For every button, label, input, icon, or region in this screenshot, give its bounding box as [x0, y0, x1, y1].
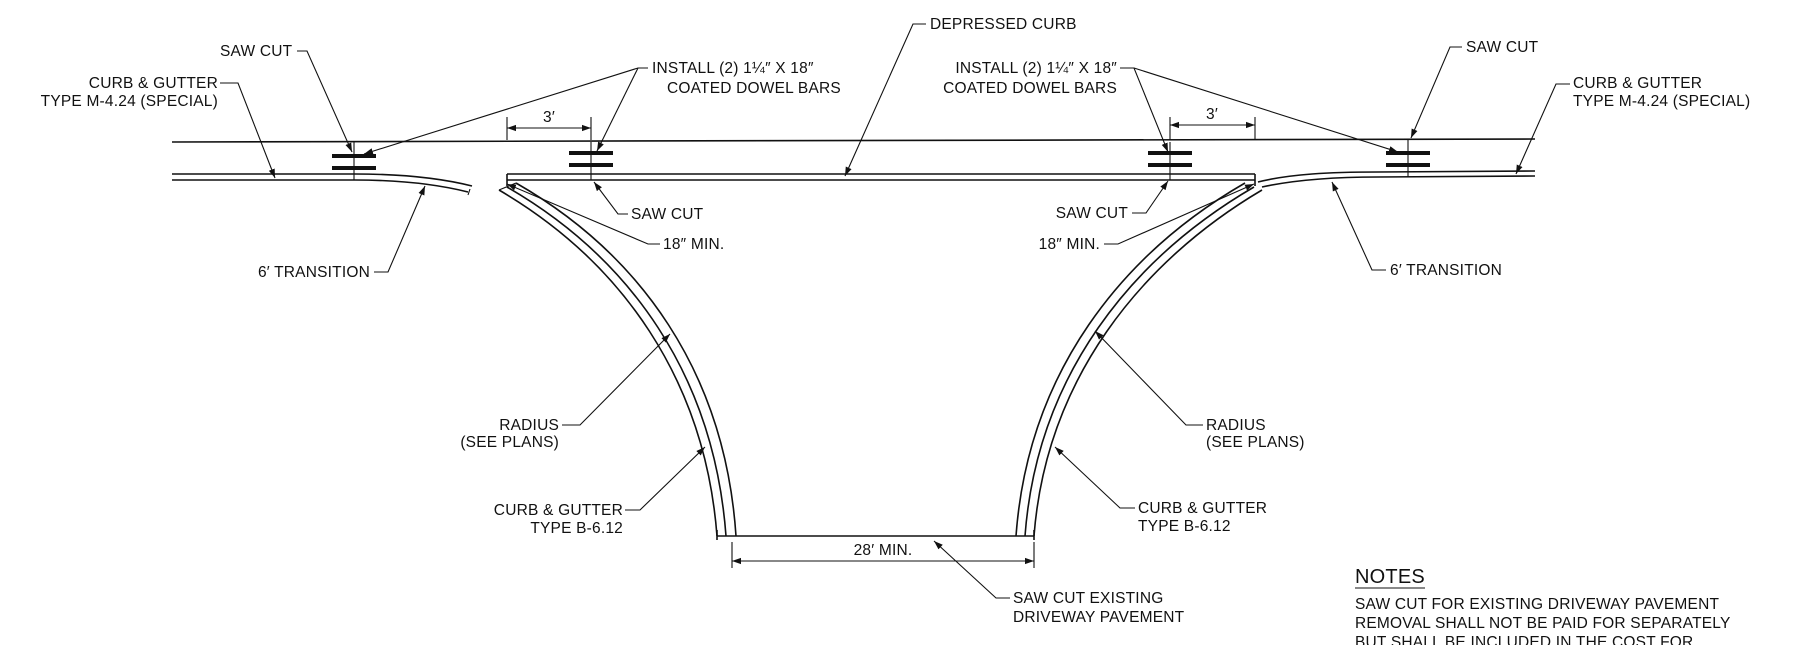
- notes-heading: NOTES: [1355, 566, 1425, 588]
- label-curb-gutter-left-line2: TYPE M-4.24 (SPECIAL): [41, 93, 218, 110]
- label-dowel-left-line1: INSTALL (2) 1¼″ X 18″: [652, 60, 814, 77]
- right-curb-line-outer: [1377, 170, 1536, 173]
- leader-dowel-left-b: [596, 67, 639, 152]
- dowel-bar-right-outer: [1386, 140, 1430, 177]
- label-curb-gutter-right-line1: CURB & GUTTER: [1573, 75, 1702, 92]
- leader-lines: [220, 23, 1570, 599]
- dowel-bar-right-inner: [1148, 142, 1192, 180]
- left-radius-curb-inner: [515, 182, 737, 537]
- notes-line-2: REMOVAL SHALL NOT BE PAID FOR SEPARATELY: [1355, 615, 1731, 632]
- label-dowel-right-line1: INSTALL (2) 1¼″ X 18″: [955, 60, 1117, 77]
- right-transition-outer: [1257, 171, 1379, 183]
- label-curb-b-left-line2: TYPE B-6.12: [530, 520, 623, 537]
- notes-block: NOTES SAW CUT FOR EXISTING DRIVEWAY PAVE…: [1355, 566, 1731, 645]
- label-curb-b-right-line1: CURB & GUTTER: [1138, 500, 1267, 517]
- right-curb-line-inner: [1377, 175, 1536, 178]
- label-saw-cut-top-right: SAW CUT: [1466, 39, 1539, 56]
- label-radius-right-line2: (SEE PLANS): [1206, 434, 1305, 451]
- leader-transition-left: [374, 185, 426, 273]
- label-saw-cut-top-left: SAW CUT: [220, 43, 293, 60]
- leader-saw-cut-existing: [933, 540, 1010, 599]
- label-saw-cut-mid-right: SAW CUT: [1056, 205, 1129, 222]
- label-saw-cut-mid-left: SAW CUT: [631, 206, 704, 223]
- leader-curb-b-left: [625, 446, 706, 511]
- label-transition-left: 6′ TRANSITION: [258, 264, 370, 281]
- label-dim-3ft-left: 3′: [543, 109, 555, 126]
- labels: DEPRESSED CURB SAW CUT SAW CUT CURB & GU…: [41, 16, 1750, 626]
- label-saw-cut-existing-line2: DRIVEWAY PAVEMENT: [1013, 609, 1185, 626]
- leader-18in-right: [1104, 183, 1255, 245]
- notes-line-1: SAW CUT FOR EXISTING DRIVEWAY PAVEMENT: [1355, 596, 1719, 613]
- left-radius-curb-outer: [498, 189, 718, 537]
- dowel-bar-left-inner: [569, 142, 613, 180]
- left-transition-outer: [354, 173, 473, 187]
- label-28ft-min: 28′ MIN.: [854, 542, 913, 559]
- right-radius-curb-outer: [1033, 189, 1263, 537]
- label-depressed-curb: DEPRESSED CURB: [930, 16, 1077, 33]
- dowel-bar-left-outer: [332, 142, 376, 180]
- edge-of-pavement-line: [171, 138, 1536, 143]
- dimension-lines: [506, 117, 1256, 568]
- label-radius-left-line2: (SEE PLANS): [460, 434, 559, 451]
- dowel-bar-symbols: [332, 140, 1430, 180]
- label-dowel-right-line2: COATED DOWEL BARS: [943, 80, 1117, 97]
- leader-saw-cut-mid-right: [1132, 180, 1169, 214]
- leader-curb-gutter-left: [220, 82, 276, 179]
- leader-transition-right: [1331, 181, 1386, 271]
- label-dowel-left-line2: COATED DOWEL BARS: [667, 80, 841, 97]
- road-geometry: [171, 138, 1536, 540]
- label-radius-left-line1: RADIUS: [499, 417, 559, 434]
- left-radius-curb-middle: [506, 186, 727, 537]
- right-transition-inner: [1261, 176, 1379, 188]
- leader-saw-cut-top-left: [297, 50, 353, 153]
- leader-radius-left: [562, 333, 671, 426]
- leader-radius-right: [1094, 330, 1203, 426]
- leader-18in-left: [506, 183, 660, 245]
- label-curb-b-right-line2: TYPE B-6.12: [1138, 518, 1231, 535]
- label-18in-min-left: 18″ MIN.: [663, 236, 724, 253]
- label-radius-right-line1: RADIUS: [1206, 417, 1266, 434]
- notes-line-3: BUT SHALL BE INCLUDED IN THE COST FOR: [1355, 634, 1693, 645]
- label-transition-right: 6′ TRANSITION: [1390, 262, 1502, 279]
- leader-dowel-right-b: [1133, 67, 1399, 153]
- left-transition-inner: [354, 179, 469, 193]
- leader-curb-b-right: [1054, 446, 1135, 509]
- label-dim-3ft-right: 3′: [1206, 106, 1218, 123]
- label-saw-cut-existing-line1: SAW CUT EXISTING: [1013, 590, 1163, 607]
- label-curb-gutter-right-line2: TYPE M-4.24 (SPECIAL): [1573, 93, 1750, 110]
- right-radius-curb-middle: [1024, 186, 1255, 537]
- leader-curb-gutter-right: [1515, 83, 1570, 175]
- leader-saw-cut-top-right: [1410, 46, 1462, 139]
- label-curb-b-left-line1: CURB & GUTTER: [494, 502, 623, 519]
- leader-saw-cut-mid-left: [593, 181, 628, 215]
- label-18in-min-right: 18″ MIN.: [1039, 236, 1100, 253]
- right-radius-curb-inner: [1015, 182, 1246, 537]
- leader-depressed-curb: [844, 23, 926, 177]
- left-transition-tick: [467, 188, 471, 196]
- label-curb-gutter-left-line1: CURB & GUTTER: [89, 75, 218, 92]
